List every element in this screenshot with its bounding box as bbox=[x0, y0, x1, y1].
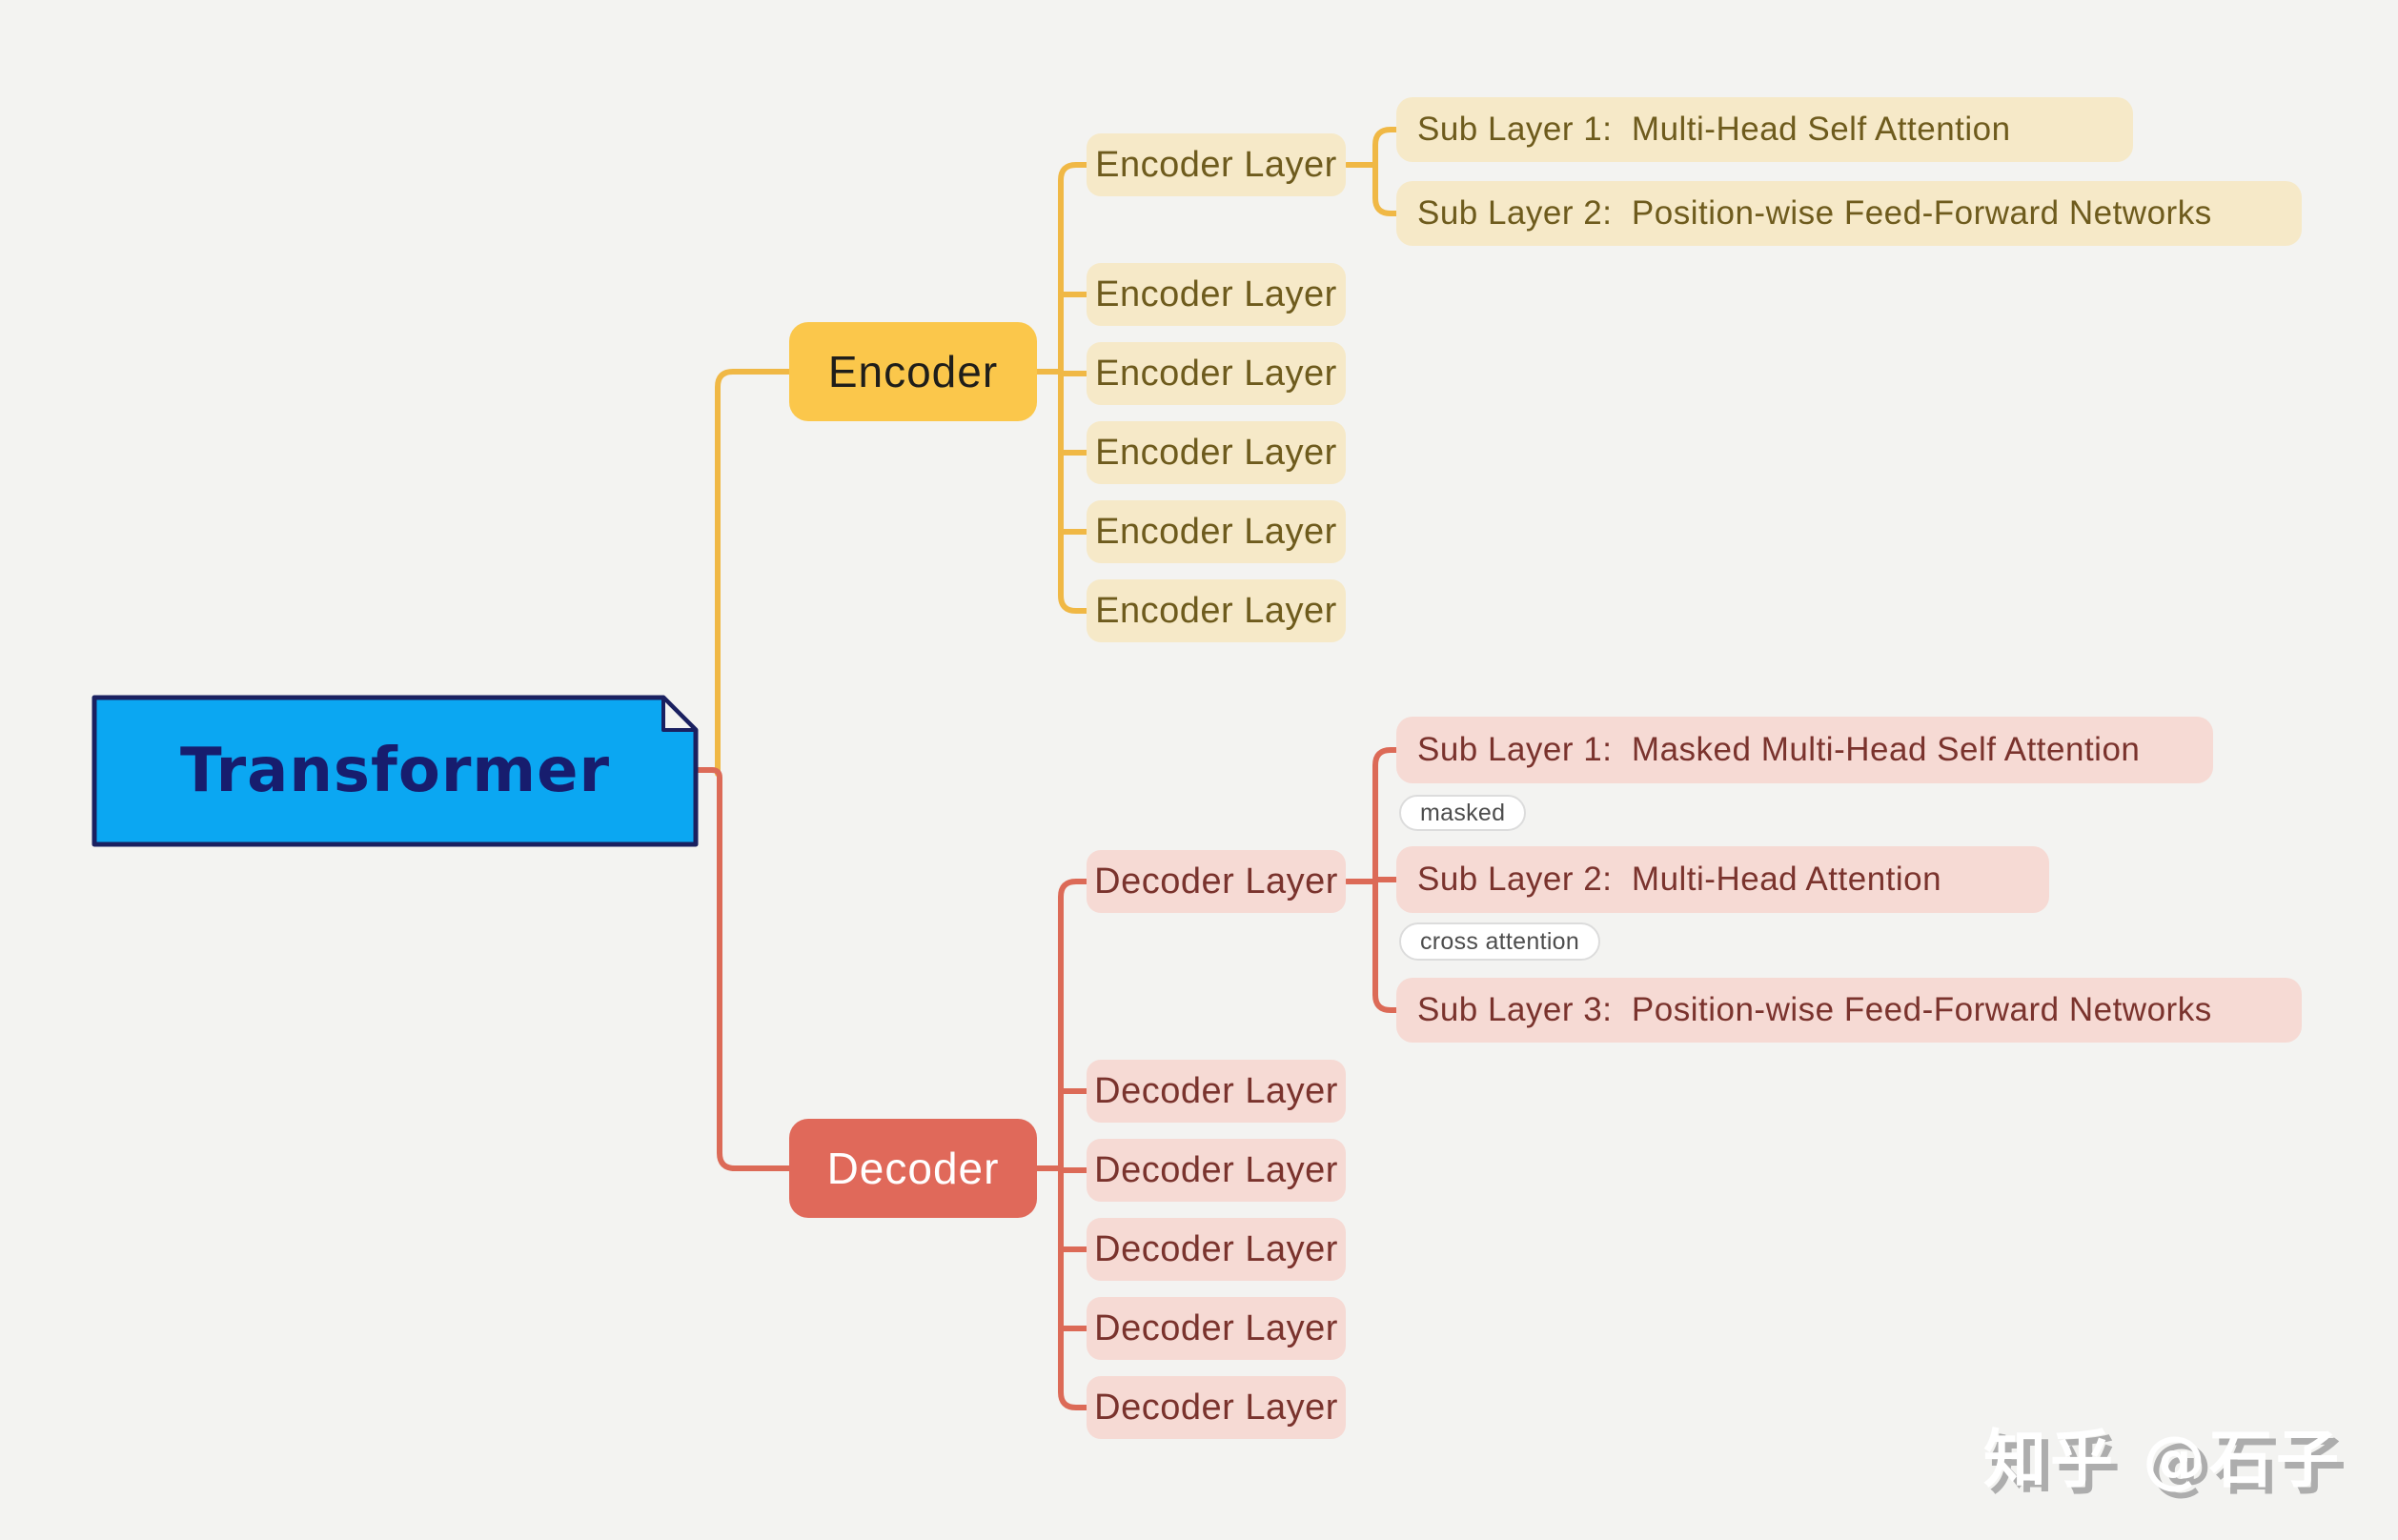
decoder-sublayer-node-3[interactable]: Sub Layer 3: Position-wise Feed-Forward … bbox=[1396, 978, 2302, 1043]
decoder-layer-node-2[interactable]: Decoder Layer bbox=[1087, 1060, 1346, 1123]
decoder-sublayer-label: Sub Layer 3: Position-wise Feed-Forward … bbox=[1417, 991, 2212, 1028]
tag-masked-label: masked bbox=[1420, 799, 1506, 826]
decoder-layer-node-4[interactable]: Decoder Layer bbox=[1087, 1218, 1346, 1281]
encoder-sublayer-node-2[interactable]: Sub Layer 2: Position-wise Feed-Forward … bbox=[1396, 181, 2302, 246]
root-to-encoder-line bbox=[715, 369, 797, 777]
decoder-branch-lines bbox=[694, 747, 1402, 1410]
decoder-sublayer-label: Sub Layer 2: Multi-Head Attention bbox=[1417, 861, 1942, 898]
encoder-layer-node-1[interactable]: Encoder Layer bbox=[1087, 133, 1346, 196]
decoder-layer-label: Decoder Layer bbox=[1094, 861, 1338, 902]
encoder-trunk-line bbox=[1058, 162, 1089, 614]
tag-masked[interactable]: masked bbox=[1399, 795, 1527, 831]
encoder-sublayer-label: Sub Layer 2: Position-wise Feed-Forward … bbox=[1417, 194, 2212, 232]
encoder-layer-label: Encoder Layer bbox=[1095, 511, 1337, 552]
decoder-sublayer-label: Sub Layer 1: Masked Multi-Head Self Atte… bbox=[1417, 731, 2141, 768]
root-note-body bbox=[91, 695, 699, 847]
decoder-layer-label: Decoder Layer bbox=[1094, 1228, 1338, 1269]
root-node-label: Transformer bbox=[179, 736, 611, 806]
encoder-layer-label: Encoder Layer bbox=[1095, 590, 1337, 631]
encoder-sublayer-label: Sub Layer 1: Multi-Head Self Attention bbox=[1417, 111, 2011, 148]
encoder-node-label: Encoder bbox=[827, 347, 999, 396]
encoder-layer-label: Encoder Layer bbox=[1095, 353, 1337, 394]
encoder-layer-node-5[interactable]: Encoder Layer bbox=[1087, 500, 1346, 563]
tag-cross-attention[interactable]: cross attention bbox=[1399, 922, 1601, 961]
decoder-layer-node-1[interactable]: Decoder Layer bbox=[1087, 850, 1346, 913]
decoder-layer-node-6[interactable]: Decoder Layer bbox=[1087, 1376, 1346, 1439]
encoder-layer-node-3[interactable]: Encoder Layer bbox=[1087, 342, 1346, 405]
tag-cross-attention-label: cross attention bbox=[1420, 927, 1580, 955]
encoder-layer-node-6[interactable]: Encoder Layer bbox=[1087, 579, 1346, 642]
root-note-shape bbox=[91, 695, 699, 847]
decoder-layer-label: Decoder Layer bbox=[1094, 1149, 1338, 1190]
root-note-fold-corner-icon bbox=[661, 696, 698, 732]
root-node-transformer[interactable]: Transformer bbox=[94, 698, 696, 844]
decoder-sublayer-node-2[interactable]: Sub Layer 2: Multi-Head Attention bbox=[1396, 846, 2049, 913]
root-to-decoder-line bbox=[694, 767, 797, 1171]
decoder-layer-node-5[interactable]: Decoder Layer bbox=[1087, 1297, 1346, 1360]
encoder-layer-node-2[interactable]: Encoder Layer bbox=[1087, 263, 1346, 326]
encoder-node[interactable]: Encoder bbox=[789, 322, 1037, 421]
watermark-text: 知乎 @石子 bbox=[1983, 1423, 2343, 1496]
encoder-layer-label: Encoder Layer bbox=[1095, 144, 1337, 185]
decoder-layer-label: Decoder Layer bbox=[1094, 1387, 1338, 1428]
encoder-layer-node-4[interactable]: Encoder Layer bbox=[1087, 421, 1346, 484]
decoder-node[interactable]: Decoder bbox=[789, 1119, 1037, 1218]
encoder-sublayer-trunk-line bbox=[1372, 127, 1402, 216]
decoder-layer-label: Decoder Layer bbox=[1094, 1070, 1338, 1111]
encoder-layer-label: Encoder Layer bbox=[1095, 274, 1337, 314]
encoder-branch-lines bbox=[715, 127, 1402, 777]
decoder-trunk-line bbox=[1058, 879, 1089, 1410]
decoder-layer-node-3[interactable]: Decoder Layer bbox=[1087, 1139, 1346, 1202]
encoder-sublayer-node-1[interactable]: Sub Layer 1: Multi-Head Self Attention bbox=[1396, 97, 2133, 162]
decoder-sublayer-node-1[interactable]: Sub Layer 1: Masked Multi-Head Self Atte… bbox=[1396, 717, 2213, 783]
decoder-layer-label: Decoder Layer bbox=[1094, 1307, 1338, 1348]
decoder-node-label: Decoder bbox=[826, 1144, 1000, 1193]
encoder-layer-label: Encoder Layer bbox=[1095, 432, 1337, 473]
